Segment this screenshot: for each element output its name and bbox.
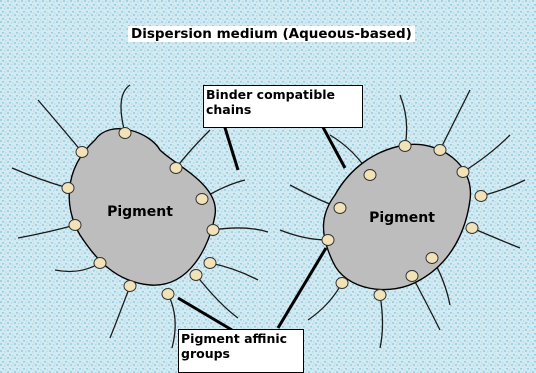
left-affinic-group <box>207 225 219 236</box>
left-affinic-group <box>94 258 106 269</box>
right-affinic-group <box>374 290 386 301</box>
left-affinic-group <box>190 270 202 281</box>
right-affinic-group <box>457 167 469 178</box>
right-affinic-group <box>475 191 487 202</box>
left-affinic-group <box>204 258 216 269</box>
pigment-label-left: Pigment <box>107 204 173 220</box>
affinic-callout-box: Pigment affinic groups <box>178 329 304 373</box>
left-affinic-group <box>124 281 136 292</box>
right-affinic-group <box>434 145 446 156</box>
right-affinic-group <box>322 235 334 246</box>
right-affinic-group <box>406 271 418 282</box>
right-affinic-group <box>426 253 438 264</box>
left-affinic-group <box>196 194 208 205</box>
left-affinic-group <box>76 147 88 158</box>
diagram-title: Dispersion medium (Aqueous-based) <box>128 26 415 42</box>
left-affinic-group <box>69 220 81 231</box>
left-affinic-group <box>162 289 174 300</box>
left-affinic-group <box>119 128 131 139</box>
right-affinic-group <box>466 223 478 234</box>
binder-callout-box: Binder compatible chains <box>203 85 363 128</box>
left-affinic-group <box>170 163 182 174</box>
left-affinic-group <box>62 183 74 194</box>
pigment-label-right: Pigment <box>369 210 435 226</box>
right-affinic-group <box>364 170 376 181</box>
right-affinic-group <box>334 203 346 214</box>
right-affinic-group <box>336 278 348 289</box>
right-affinic-group <box>399 141 411 152</box>
